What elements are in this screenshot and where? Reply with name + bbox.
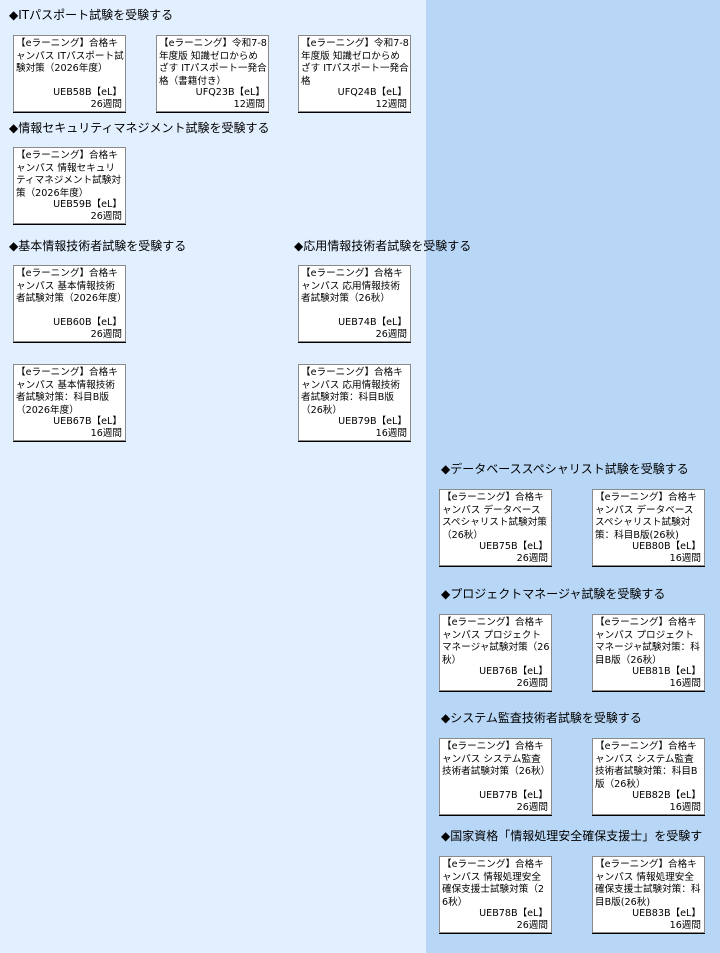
course-title: 【eラーニング】合格キャンパス 応用情報技術者試験対策（26秋） xyxy=(301,268,403,304)
course-code: UEB58B【eL】 xyxy=(53,87,122,98)
course-card[interactable]: 【eラーニング】合格キャンパス システム監査技術者試験対策（26秋） UEB77… xyxy=(439,738,552,816)
card-underline xyxy=(13,224,126,225)
course-duration: 26週間 xyxy=(90,211,122,222)
section-title-fundamental-engineer: ◆基本情報技術者試験を受験する xyxy=(9,239,187,253)
course-code: UEB82B【eL】 xyxy=(632,790,701,801)
section-title-itpassport: ◆ITパスポート試験を受験する xyxy=(9,8,174,22)
course-code: UEB83B【eL】 xyxy=(632,908,701,919)
course-title: 【eラーニング】合格キャンパス プロジェクトマネージャ試験対策：科目B版（26秋… xyxy=(595,617,700,666)
card-underline xyxy=(156,112,269,113)
course-duration: 16週間 xyxy=(669,553,701,564)
course-title: 【eラーニング】合格キャンパス 情報セキュリティマネジメント試験対策（2026年… xyxy=(16,150,121,199)
course-title: 【eラーニング】合格キャンパス プロジェクトマネージャ試験対策（26秋） xyxy=(442,617,550,666)
course-title: 【eラーニング】合格キャンパス 情報処理安全確保支援士試験対策：科目B版(26秋… xyxy=(595,859,701,908)
course-code: UEB76B【eL】 xyxy=(479,666,548,677)
course-code: UEB79B【eL】 xyxy=(338,416,407,427)
course-code: UEB67B【eL】 xyxy=(53,416,122,427)
card-underline xyxy=(592,691,705,692)
course-card[interactable]: 【eラーニング】令和7-8年度版 知識ゼロからめざす ITパスポート一発合格 U… xyxy=(298,35,411,113)
course-card[interactable]: 【eラーニング】合格キャンパス 応用情報技術者試験対策：科目B版（26秋） UE… xyxy=(298,364,411,442)
card-underline xyxy=(592,933,705,934)
course-duration: 26週間 xyxy=(516,920,548,931)
course-title: 【eラーニング】合格キャンパス 基本情報技術者試験対策（2026年度） xyxy=(16,268,127,304)
course-card[interactable]: 【eラーニング】合格キャンパス プロジェクトマネージャ試験対策：科目B版（26秋… xyxy=(592,614,705,692)
section-title-applied-engineer: ◆応用情報技術者試験を受験する xyxy=(294,239,472,253)
course-code: UFQ23B【eL】 xyxy=(195,87,265,98)
course-title: 【eラーニング】令和7-8年度版 知識ゼロからめざす ITパスポート一発合格（書… xyxy=(159,38,267,87)
card-underline xyxy=(439,566,552,567)
course-card[interactable]: 【eラーニング】合格キャンパス データベーススペシャリスト試験対策：科目B版(2… xyxy=(592,489,705,567)
course-duration: 26週間 xyxy=(516,802,548,813)
section-title-database-specialist: ◆データベーススペシャリスト試験を受験する xyxy=(441,462,689,476)
course-duration: 16週間 xyxy=(90,428,122,439)
card-underline xyxy=(439,691,552,692)
course-card[interactable]: 【eラーニング】合格キャンパス プロジェクトマネージャ試験対策（26秋） UEB… xyxy=(439,614,552,692)
card-underline xyxy=(298,112,411,113)
course-card[interactable]: 【eラーニング】合格キャンパス 基本情報技術者試験対策（2026年度） UEB6… xyxy=(13,265,127,343)
course-code: UEB60B【eL】 xyxy=(53,317,122,328)
course-duration: 16週間 xyxy=(669,802,701,813)
card-underline xyxy=(13,112,126,113)
course-title: 【eラーニング】合格キャンパス 応用情報技術者試験対策：科目B版（26秋） xyxy=(301,367,403,416)
course-duration: 16週間 xyxy=(375,428,407,439)
course-code: UEB80B【eL】 xyxy=(632,541,701,552)
course-code: UEB59B【eL】 xyxy=(53,199,122,210)
section-title-security-management: ◆情報セキュリティマネジメント試験を受験する xyxy=(9,121,270,135)
course-title: 【eラーニング】合格キャンパス ITパスポート試験対策（2026年度） xyxy=(16,38,124,74)
left-panel xyxy=(0,0,426,953)
course-title: 【eラーニング】合格キャンパス データベーススペシャリスト試験対策（26秋） xyxy=(442,492,547,541)
course-card[interactable]: 【eラーニング】合格キャンパス 応用情報技術者試験対策（26秋） UEB74B【… xyxy=(298,265,411,343)
course-code: UEB77B【eL】 xyxy=(479,790,548,801)
course-duration: 16週間 xyxy=(669,920,701,931)
course-code: UEB78B【eL】 xyxy=(479,908,548,919)
course-code: UEB74B【eL】 xyxy=(338,317,407,328)
card-underline xyxy=(298,441,411,442)
section-title-security-specialist: ◆国家資格「情報処理安全確保支援士」を受験す xyxy=(441,829,703,843)
card-underline xyxy=(439,815,552,816)
course-code: UEB75B【eL】 xyxy=(479,541,548,552)
course-title: 【eラーニング】合格キャンパス データベーススペシャリスト試験対策：科目B版(2… xyxy=(595,492,697,541)
course-duration: 26週間 xyxy=(90,329,122,340)
course-duration: 26週間 xyxy=(90,99,122,110)
course-card[interactable]: 【eラーニング】合格キャンパス システム監査技術者試験対策：科目B版（26秋） … xyxy=(592,738,705,816)
course-card[interactable]: 【eラーニング】合格キャンパス 情報処理安全確保支援士試験対策（26秋） UEB… xyxy=(439,856,552,934)
card-underline xyxy=(298,342,411,343)
section-title-systems-auditor: ◆システム監査技術者試験を受験する xyxy=(441,711,642,725)
course-duration: 12週間 xyxy=(375,99,407,110)
course-card[interactable]: 【eラーニング】合格キャンパス 情報セキュリティマネジメント試験対策（2026年… xyxy=(13,147,126,225)
course-card[interactable]: 【eラーニング】合格キャンパス 基本情報技術者試験対策：科目B版（2026年度）… xyxy=(13,364,126,442)
course-title: 【eラーニング】合格キャンパス 情報処理安全確保支援士試験対策（26秋） xyxy=(442,859,545,908)
card-underline xyxy=(13,342,126,343)
course-duration: 16週間 xyxy=(669,678,701,689)
course-title: 【eラーニング】令和7-8年度版 知識ゼロからめざす ITパスポート一発合格 xyxy=(301,38,409,87)
course-card[interactable]: 【eラーニング】合格キャンパス ITパスポート試験対策（2026年度） UEB5… xyxy=(13,35,126,113)
course-duration: 12週間 xyxy=(233,99,265,110)
card-underline xyxy=(592,566,705,567)
card-underline xyxy=(13,441,126,442)
course-title: 【eラーニング】合格キャンパス 基本情報技術者試験対策：科目B版（2026年度） xyxy=(16,367,118,416)
card-underline xyxy=(439,933,552,934)
course-duration: 26週間 xyxy=(516,678,548,689)
course-code: UFQ24B【eL】 xyxy=(337,87,407,98)
course-title: 【eラーニング】合格キャンパス システム監査技術者試験対策：科目B版（26秋） xyxy=(595,741,698,790)
course-duration: 26週間 xyxy=(375,329,407,340)
section-title-project-manager: ◆プロジェクトマネージャ試験を受験する xyxy=(441,587,666,601)
course-card[interactable]: 【eラーニング】合格キャンパス データベーススペシャリスト試験対策（26秋） U… xyxy=(439,489,552,567)
card-underline xyxy=(592,815,705,816)
course-code: UEB81B【eL】 xyxy=(632,666,701,677)
course-title: 【eラーニング】合格キャンパス システム監査技術者試験対策（26秋） xyxy=(442,741,551,777)
course-card[interactable]: 【eラーニング】合格キャンパス 情報処理安全確保支援士試験対策：科目B版(26秋… xyxy=(592,856,705,934)
course-card[interactable]: 【eラーニング】令和7-8年度版 知識ゼロからめざす ITパスポート一発合格（書… xyxy=(156,35,269,113)
course-duration: 26週間 xyxy=(516,553,548,564)
